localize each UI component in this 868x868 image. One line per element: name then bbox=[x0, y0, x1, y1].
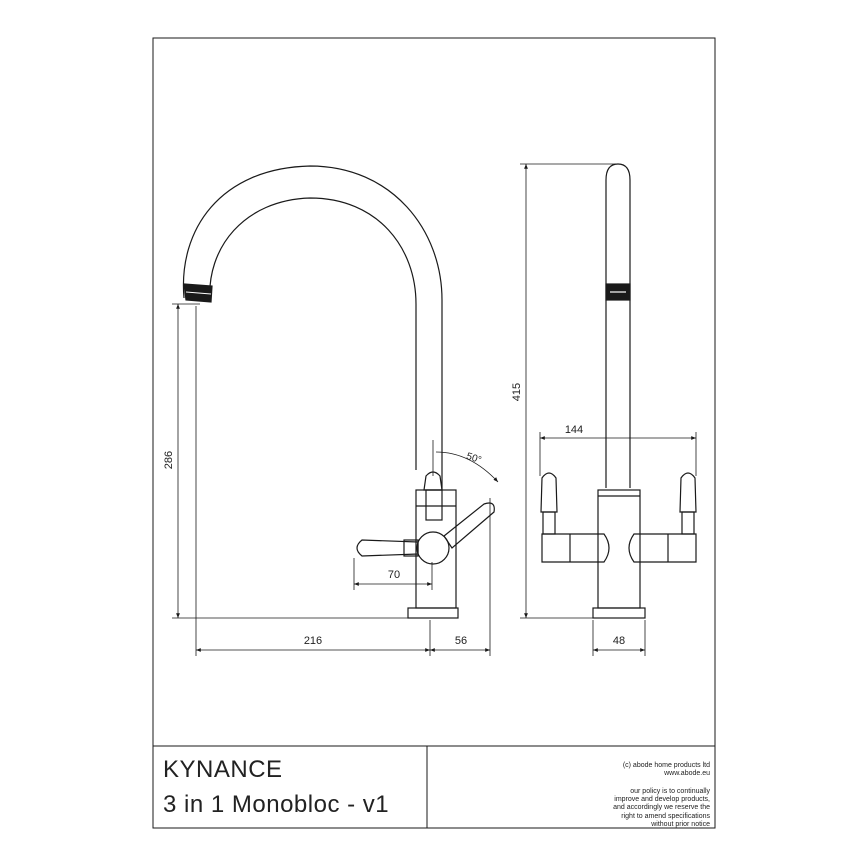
policy-line: improve and develop products, bbox=[614, 796, 710, 804]
left-lever-handle bbox=[356, 539, 419, 557]
dimension-lever-projection: 70 bbox=[388, 569, 400, 581]
front-spout-column bbox=[605, 163, 631, 488]
policy-line: right to amend specifications bbox=[621, 812, 710, 820]
dimension-spout-height: 286 bbox=[163, 451, 175, 469]
dimension-lever-depth: 56 bbox=[455, 635, 467, 647]
front-tap-base bbox=[592, 607, 646, 619]
front-right-lever bbox=[679, 472, 697, 513]
front-left-arm bbox=[541, 533, 610, 563]
copyright-line: (c) abode home products ltd bbox=[622, 762, 710, 769]
dimension-handle-span: 144 bbox=[565, 424, 583, 436]
dimension-base-diameter: 48 bbox=[613, 635, 625, 647]
lever-hub bbox=[416, 531, 450, 565]
product-subtitle: 3 in 1 Monobloc - v1 bbox=[163, 791, 390, 818]
policy-note: our policy is to continually improve and… bbox=[613, 788, 710, 829]
dimension-overall-height: 415 bbox=[511, 383, 523, 401]
front-right-arm bbox=[628, 533, 697, 563]
copyright-note: (c) abode home products ltd www.abode.eu bbox=[623, 762, 710, 778]
side-view-dimensions bbox=[172, 303, 499, 656]
angled-lever-handle bbox=[443, 502, 495, 549]
tap-base bbox=[407, 607, 459, 619]
policy-line: our policy is to continually bbox=[630, 788, 710, 795]
spout-outer-curve bbox=[182, 165, 443, 490]
spout-inner-curve bbox=[209, 197, 417, 470]
front-tap-body bbox=[597, 489, 641, 609]
dimension-spout-reach: 216 bbox=[304, 635, 322, 647]
side-view bbox=[182, 165, 495, 619]
front-left-lever bbox=[540, 472, 558, 513]
policy-line: without prior notice bbox=[651, 820, 710, 828]
drawing-frame bbox=[152, 37, 716, 829]
product-name: KYNANCE bbox=[163, 756, 283, 783]
dimension-lever-angle: 50° bbox=[465, 451, 483, 466]
policy-line: and accordingly we reserve the bbox=[613, 804, 710, 812]
front-view-dimensions bbox=[520, 163, 697, 656]
website-line: www.abode.eu bbox=[664, 770, 710, 778]
front-view bbox=[540, 163, 697, 619]
top-lever-handle bbox=[423, 471, 443, 491]
tap-body bbox=[415, 489, 457, 609]
